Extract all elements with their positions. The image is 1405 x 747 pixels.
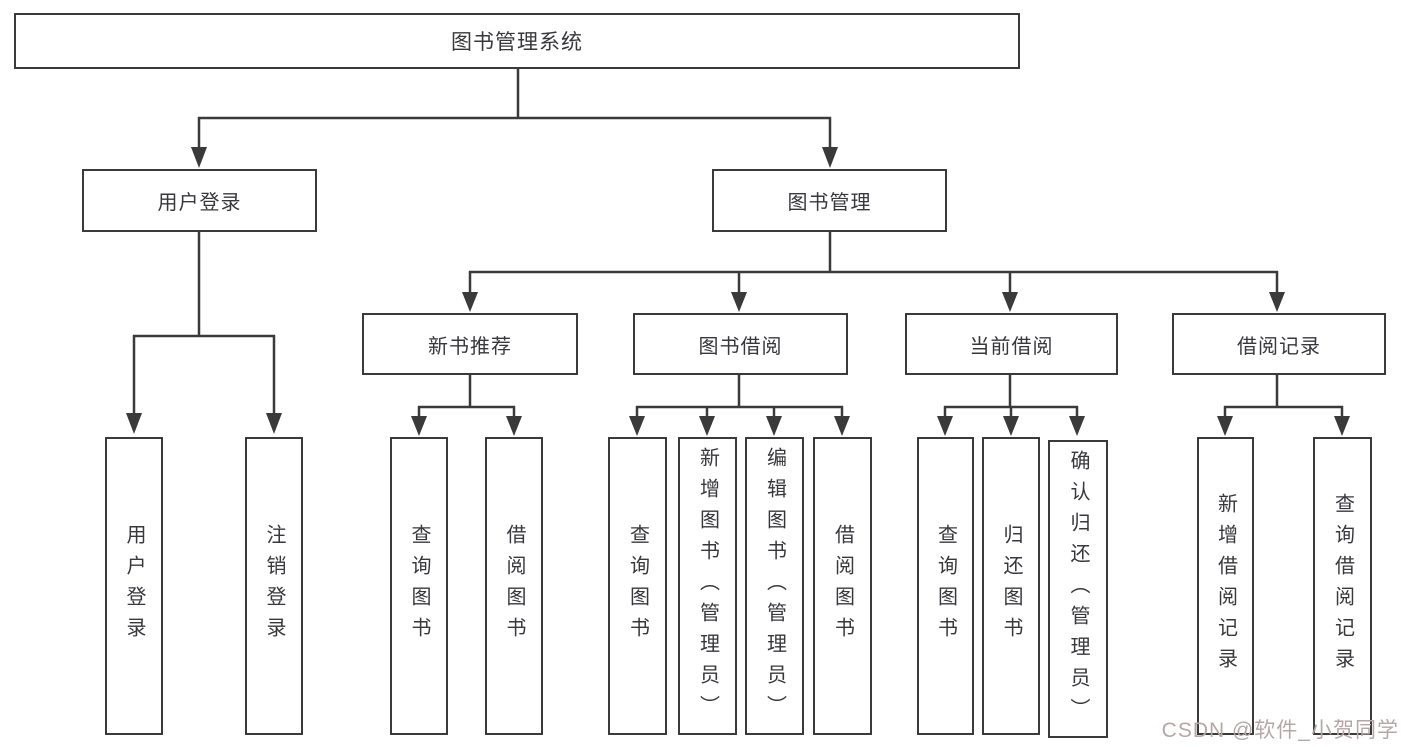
node-book-borrow: 图书借阅	[633, 313, 848, 375]
node-leaf-add-borrow-record: 新增借阅记录	[1197, 437, 1254, 735]
leaf-label: 查询图书	[934, 524, 957, 648]
leaf-label: 归还图书	[1000, 524, 1022, 648]
csdn-watermark: CSDN @软件_小贺同学	[1161, 719, 1399, 742]
leaf-label: 借阅图书	[831, 524, 854, 648]
node-leaf-add-book-admin: 新增图书（管理员）	[678, 437, 737, 735]
node-leaf-logout: 注销登录	[245, 437, 303, 735]
node-new-book-recommend: 新书推荐	[362, 313, 578, 375]
leaf-label: 查询图书	[408, 524, 430, 648]
node-leaf-query-borrow-record: 查询借阅记录	[1313, 437, 1372, 735]
node-current-borrow: 当前借阅	[905, 313, 1118, 375]
node-user-login: 用户登录	[82, 169, 317, 232]
node-book-management: 图书管理	[712, 169, 947, 232]
node-leaf-edit-book-admin: 编辑图书（管理员）	[745, 437, 804, 735]
node-borrow-record: 借阅记录	[1172, 313, 1386, 375]
node-leaf-return-book: 归还图书	[982, 437, 1040, 735]
node-leaf-confirm-return-admin: 确认归还（管理员）	[1048, 440, 1108, 738]
leaf-label: 新增借阅记录	[1214, 493, 1237, 679]
leaf-label: 编辑图书（管理员）	[763, 446, 786, 726]
node-leaf-borrow-book-2: 借阅图书	[813, 437, 872, 735]
node-leaf-user-login: 用户登录	[105, 437, 163, 735]
node-leaf-query-book-3: 查询图书	[917, 437, 974, 735]
leaf-label: 新增图书（管理员）	[696, 446, 719, 726]
leaf-label: 确认归还（管理员）	[1067, 449, 1089, 729]
leaf-label: 借阅图书	[503, 524, 525, 648]
leaf-label: 查询图书	[626, 524, 649, 648]
arrowhead-icons	[126, 147, 1350, 436]
leaf-label: 注销登录	[263, 524, 285, 648]
leaf-label: 查询借阅记录	[1331, 493, 1354, 679]
node-leaf-query-book-1: 查询图书	[390, 437, 448, 735]
leaf-label: 用户登录	[123, 524, 145, 648]
node-library-system: 图书管理系统	[14, 13, 1020, 69]
node-leaf-query-book-2: 查询图书	[608, 437, 667, 735]
node-leaf-borrow-book-1: 借阅图书	[485, 437, 543, 735]
